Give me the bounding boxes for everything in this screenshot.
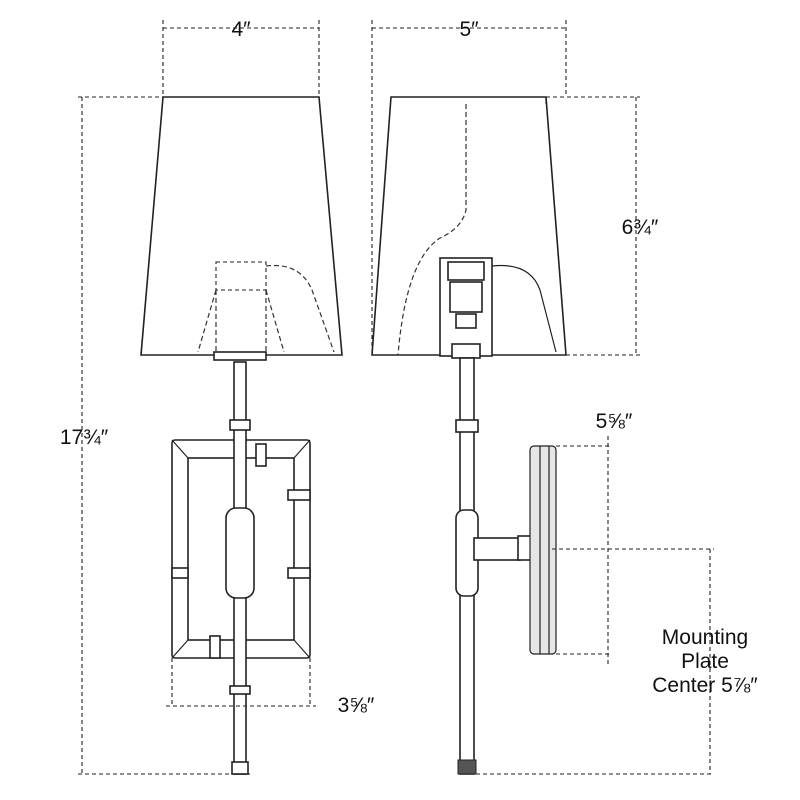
overall-height-label: 17¾″ [60, 426, 109, 449]
side-stem [455, 357, 479, 775]
front-stem [225, 361, 255, 775]
mounting-label-line1: Mounting [662, 626, 748, 649]
plate-height-label: 5⅝″ [596, 410, 633, 433]
mounting-label-line3: Center 5⅞″ [652, 674, 758, 697]
side-depth-label: 5″ [459, 18, 479, 41]
backplate-width-label: 3⅝″ [338, 694, 375, 717]
front-view [78, 20, 343, 775]
dimension-labels: 4″ 5″ 6¾″ 17¾″ 5⅝″ 3⅝″ Mounting Plate Ce… [60, 18, 758, 717]
mounting-label-line2: Plate [681, 650, 729, 673]
front-shade [140, 96, 343, 361]
shade-height-label: 6¾″ [622, 216, 659, 239]
front-width-label: 4″ [231, 18, 251, 41]
side-shade [371, 96, 567, 359]
side-backplate [473, 445, 557, 655]
side-view [371, 20, 714, 775]
